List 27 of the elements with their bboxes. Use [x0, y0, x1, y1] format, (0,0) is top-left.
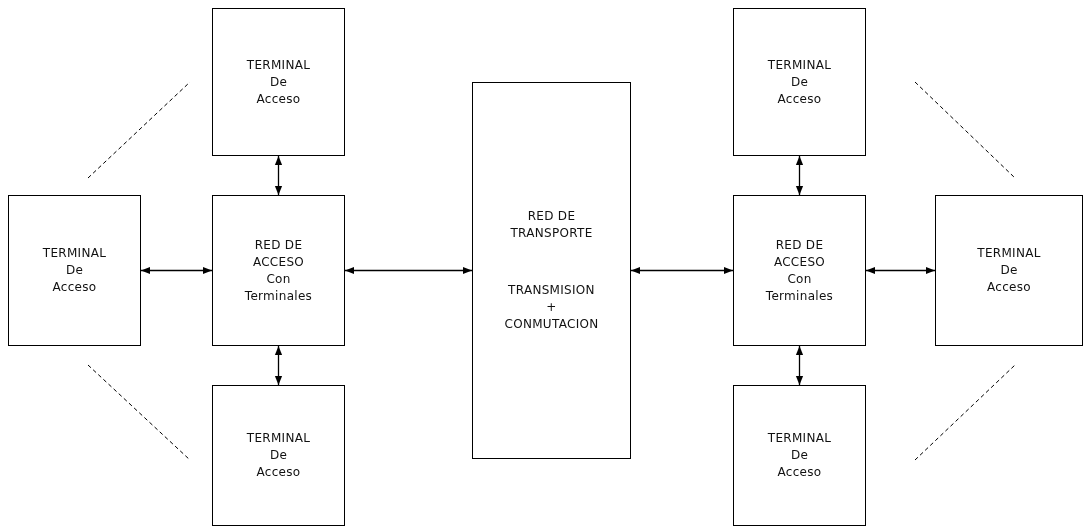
- double-arrow: [795, 345, 804, 386]
- box-label: TERMINAL De Acceso: [767, 56, 832, 108]
- double-arrow: [630, 266, 734, 275]
- box-label: TRANSMISION + CONMUTACION: [504, 282, 599, 333]
- double-arrow: [274, 345, 283, 386]
- network-box: [733, 195, 866, 346]
- terminal-box: [733, 8, 866, 156]
- box-label: TERMINAL De Acceso: [42, 245, 107, 296]
- box-label: RED DE ACCESO Con Terminales: [765, 236, 834, 305]
- box-label: TERMINAL De Acceso: [246, 430, 311, 481]
- network-box: [212, 195, 345, 346]
- double-arrow: [140, 266, 213, 275]
- terminal-box: [212, 385, 345, 526]
- box-label: TERMINAL De Acceso: [767, 430, 832, 481]
- double-arrow: [274, 155, 283, 196]
- double-arrow: [344, 266, 473, 275]
- terminal-box: [212, 8, 345, 156]
- terminal-box: [733, 385, 866, 526]
- double-arrow: [865, 266, 936, 275]
- double-arrow: [795, 155, 804, 196]
- box-label: RED DE TRANSPORTE: [509, 208, 594, 242]
- box-label: TERMINAL De Acceso: [246, 56, 311, 108]
- terminal-box: [8, 195, 141, 346]
- network-box: [472, 82, 631, 459]
- terminal-box: [935, 195, 1083, 346]
- box-label: TERMINAL De Acceso: [977, 245, 1041, 296]
- box-label: RED DE ACCESO Con Terminales: [244, 236, 313, 305]
